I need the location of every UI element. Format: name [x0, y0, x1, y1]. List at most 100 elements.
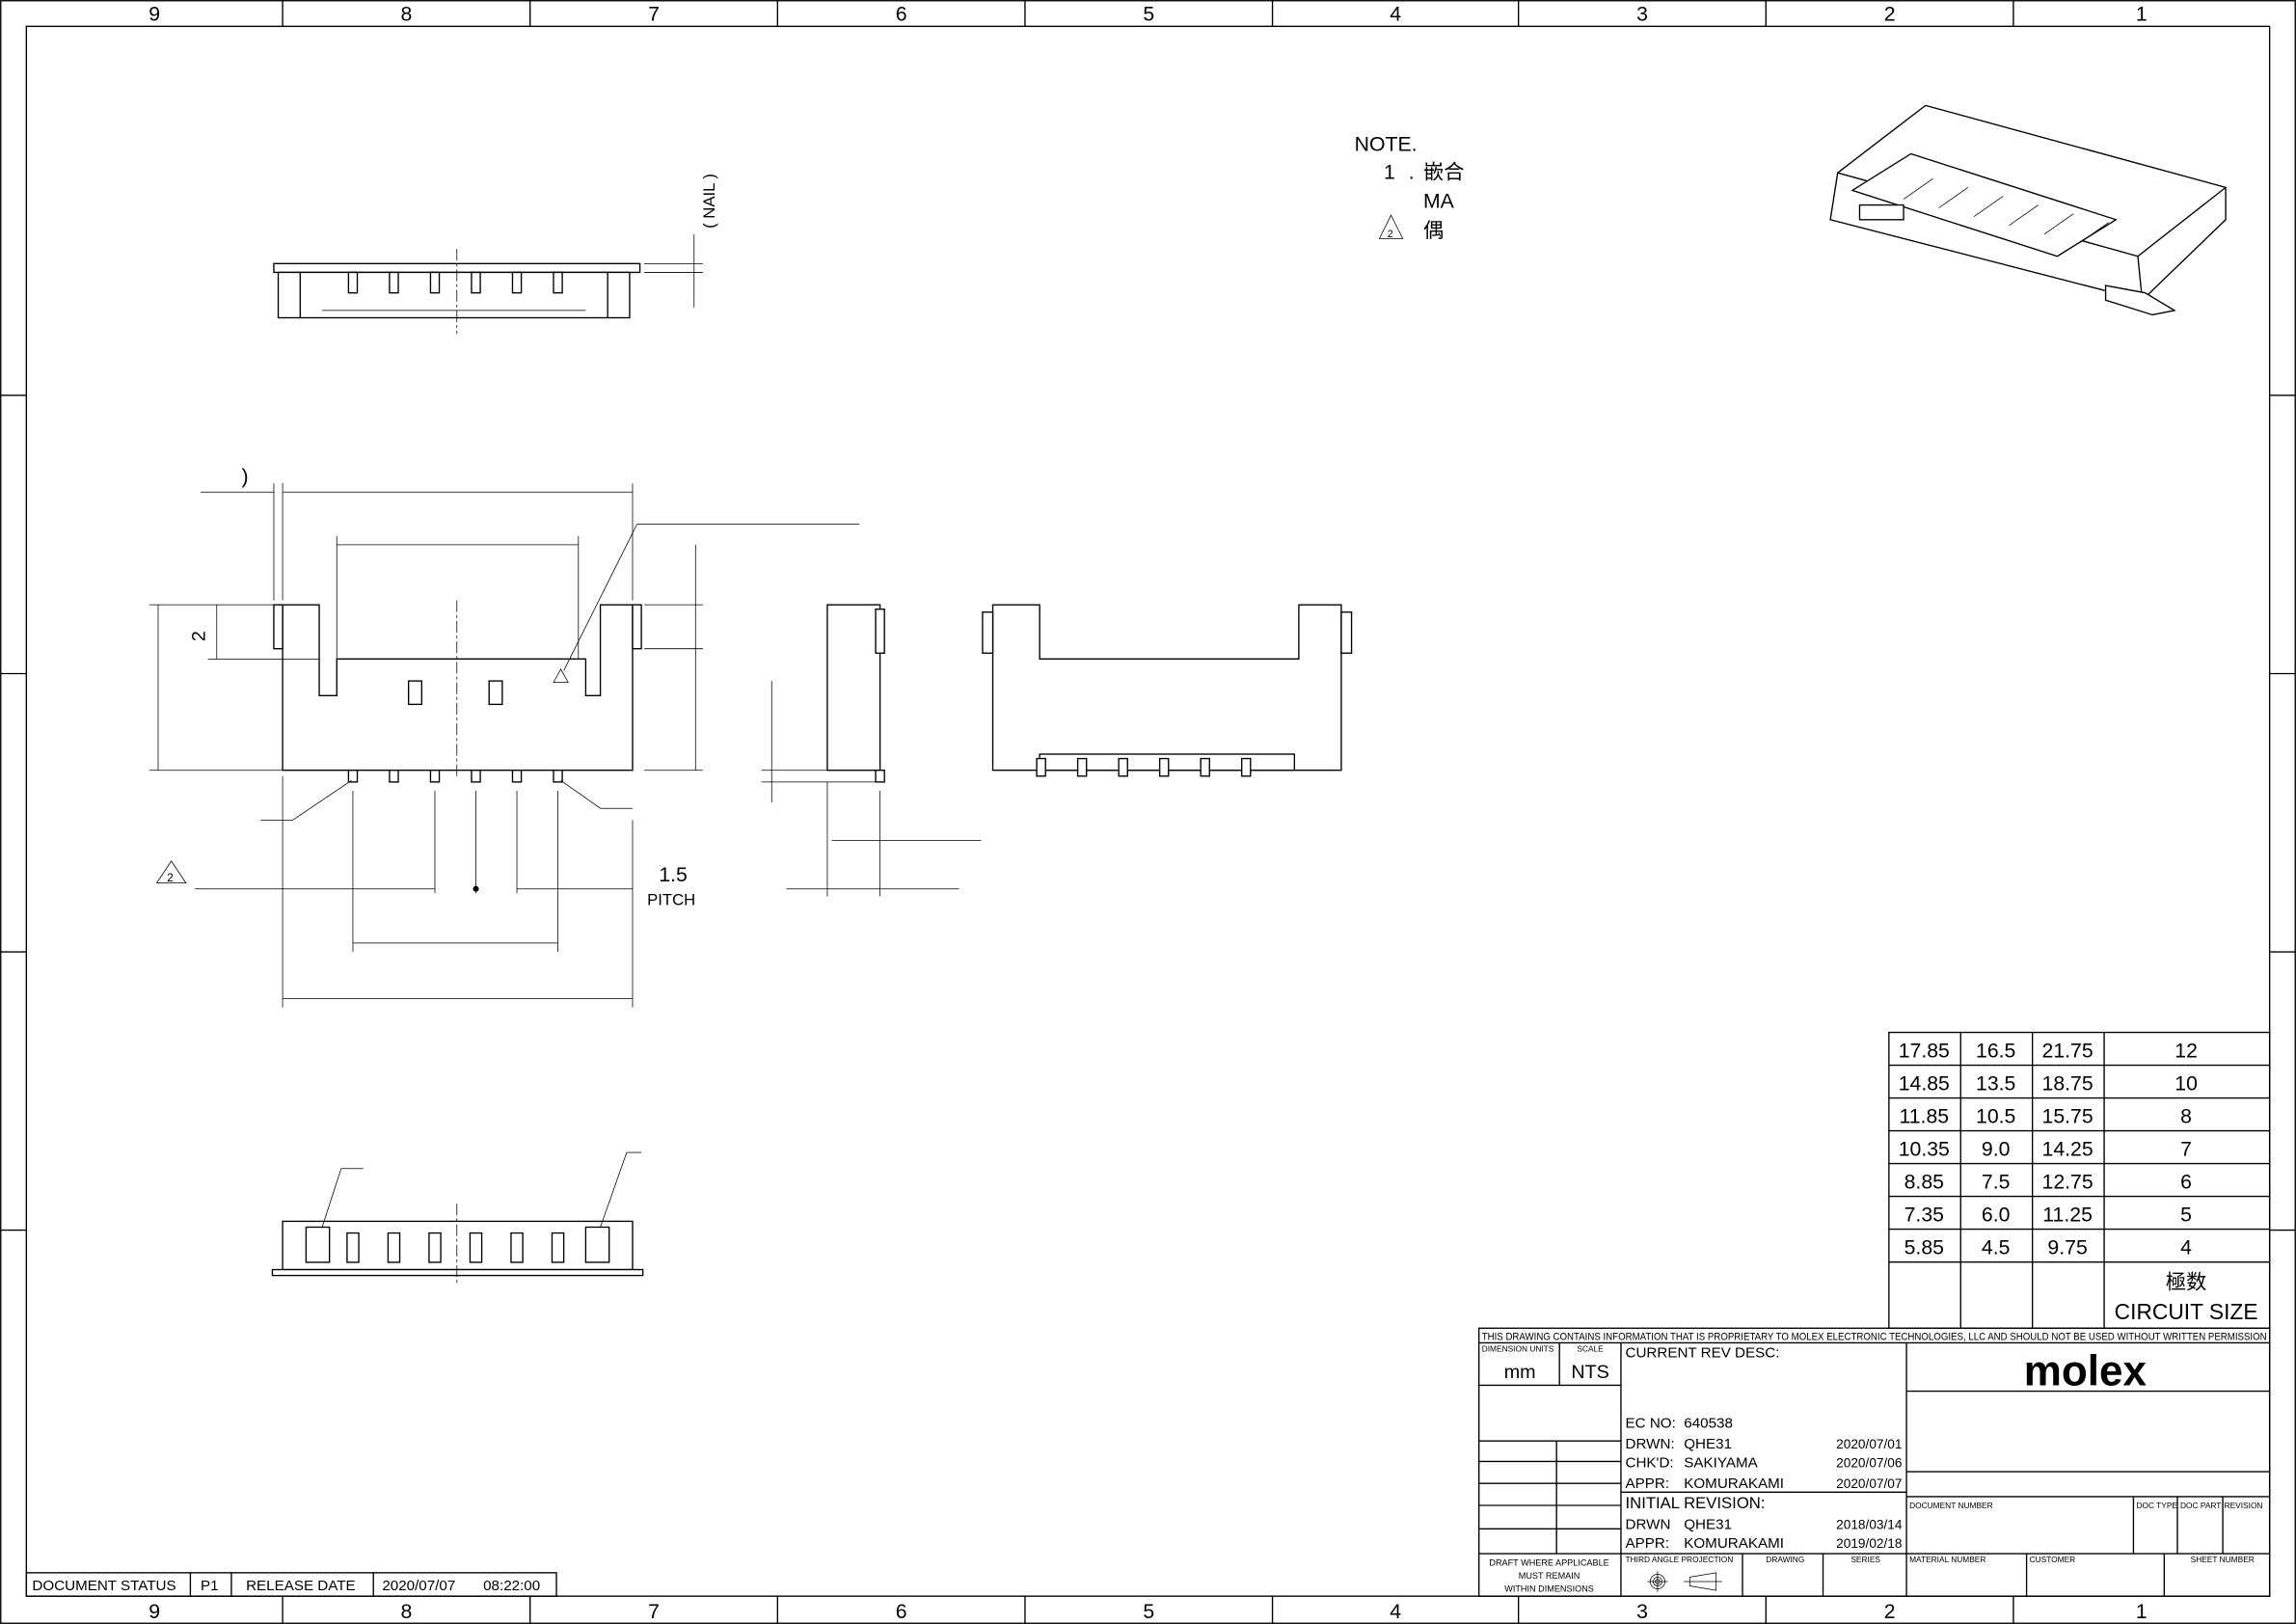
dimension-units-label: DIMENSION UNITS [1482, 1344, 1554, 1354]
table-cell: 10.35 [1899, 1137, 1950, 1160]
zone-label: 9 [149, 2, 160, 25]
drawing-label: DRAWING [1766, 1555, 1804, 1564]
drwn: QHE31 [1684, 1436, 1732, 1452]
zone-label: 8 [400, 2, 412, 25]
table-cell: 10 [2174, 1071, 2198, 1095]
zone-label: 2 [1884, 1600, 1896, 1623]
pin [2009, 204, 2039, 227]
release-time: 08:22:00 [483, 1578, 540, 1594]
document-status: P1 [201, 1578, 219, 1594]
nail-label: ( NAIL ) [700, 174, 718, 229]
table-cell: 21.75 [2042, 1039, 2093, 1062]
pin [2079, 222, 2109, 244]
zone-label: 6 [896, 2, 907, 25]
init-drwn: QHE31 [1684, 1516, 1732, 1532]
front-view: ) 2 2 1.5 PITCH [149, 465, 860, 1008]
sheet-number-label: SHEET NUMBER [2191, 1555, 2255, 1564]
drwn-date: 2020/07/01 [1836, 1437, 1902, 1451]
doc-part-label: DOC PART [2180, 1501, 2221, 1510]
pin [2043, 213, 2074, 235]
pin [471, 271, 481, 294]
scale-label: SCALE [1577, 1344, 1604, 1354]
zone-label: 5 [1143, 1600, 1154, 1623]
zone-label: 8 [400, 1600, 412, 1623]
pitch-value: 1.5 [659, 863, 688, 886]
note-1-line2: MA [1423, 190, 1455, 213]
pin [1903, 177, 1933, 200]
note-2-marker: 2 [1388, 229, 1393, 240]
pin [428, 1232, 442, 1263]
table-cell: 18.75 [2042, 1071, 2093, 1095]
pin [389, 271, 399, 294]
revision-triangle-icon [553, 668, 569, 683]
pin [1036, 757, 1046, 777]
zone-label: 2 [1884, 2, 1896, 25]
release-date-label: RELEASE DATE [246, 1578, 356, 1594]
zone-label: 1 [2136, 2, 2147, 25]
table-cell: 5.85 [1904, 1235, 1944, 1259]
init-appr-label: APPR: [1626, 1535, 1670, 1552]
appr-label: APPR: [1626, 1475, 1670, 1492]
revision-triangle-icon [155, 860, 187, 884]
notes: NOTE. 1 . 嵌合 MA 2 偶 [1355, 132, 1465, 242]
zone-label: 5 [1143, 2, 1154, 25]
top-view: ( NAIL ) [273, 174, 718, 335]
init-appr: KOMURAKAMI [1684, 1535, 1784, 1552]
init-drwn-label: DRWN [1626, 1516, 1671, 1532]
note-1-number: 1 [1384, 160, 1395, 183]
molex-logo: molex [2024, 1347, 2147, 1394]
pin [511, 770, 523, 783]
document-number-label: DOCUMENT NUMBER [1909, 1501, 1993, 1510]
customer-label: CUSTOMER [2030, 1555, 2076, 1564]
table-cell: 8 [2180, 1104, 2192, 1127]
init-drwn-date: 2018/03/14 [1836, 1517, 1903, 1531]
doc-type-label: DOC TYPE [2136, 1501, 2177, 1510]
pin [551, 1232, 565, 1263]
table-cell: 6 [2180, 1170, 2192, 1193]
revision-label: REVISION [2225, 1501, 2263, 1510]
rear-view [982, 604, 1353, 777]
pin [1158, 757, 1170, 777]
pin [429, 770, 441, 783]
table-cell: 6.0 [1982, 1203, 2011, 1226]
third-angle-projection-icon [1647, 1571, 1722, 1592]
table-cell: 14.25 [2042, 1137, 2093, 1160]
table-cell: 10.5 [1976, 1104, 2015, 1127]
pin [429, 271, 441, 294]
table-cell: 17.85 [1899, 1039, 1950, 1062]
table-cell: 7 [2180, 1137, 2192, 1160]
appr-date: 2020/07/07 [1836, 1476, 1902, 1491]
pin [1076, 757, 1088, 777]
chkd-date: 2020/07/06 [1836, 1456, 1902, 1471]
material-number-label: MATERIAL NUMBER [1909, 1555, 1985, 1564]
draft-line-2: MUST REMAIN [1519, 1571, 1580, 1581]
pin [510, 1232, 524, 1263]
bottom-view [271, 1151, 644, 1284]
release-date: 2020/07/07 [382, 1578, 455, 1594]
pin [389, 770, 399, 783]
ec-no-label: EC NO: [1626, 1416, 1676, 1432]
pin [1200, 757, 1210, 777]
chkd-label: CHK'D: [1626, 1455, 1674, 1472]
series-label: SERIES [1850, 1555, 1880, 1564]
pin [1118, 757, 1128, 777]
dim-2: 2 [189, 631, 210, 641]
chkd: SAKIYAMA [1684, 1455, 1758, 1472]
zone-label: 4 [1390, 1600, 1401, 1623]
draft-line-1: DRAFT WHERE APPLICABLE [1489, 1557, 1608, 1567]
title-block: THIS DRAWING CONTAINS INFORMATION THAT I… [1477, 1327, 2271, 1597]
draft-line-3: WITHIN DIMENSIONS [1504, 1584, 1594, 1594]
table-cell: 12 [2174, 1039, 2198, 1062]
note-2-text: 偶 [1423, 219, 1444, 242]
table-cell: 5 [2180, 1203, 2192, 1226]
revision-triangle-icon [1378, 214, 1404, 239]
table-cell: 9.75 [2047, 1235, 2087, 1259]
table-cell: 4.5 [1982, 1235, 2011, 1259]
zone-label: 1 [2136, 1600, 2147, 1623]
dimension-units: mm [1504, 1362, 1536, 1383]
proprietary-notice: THIS DRAWING CONTAINS INFORMATION THAT I… [1482, 1331, 2267, 1342]
table-cell: 7.5 [1982, 1170, 2011, 1193]
